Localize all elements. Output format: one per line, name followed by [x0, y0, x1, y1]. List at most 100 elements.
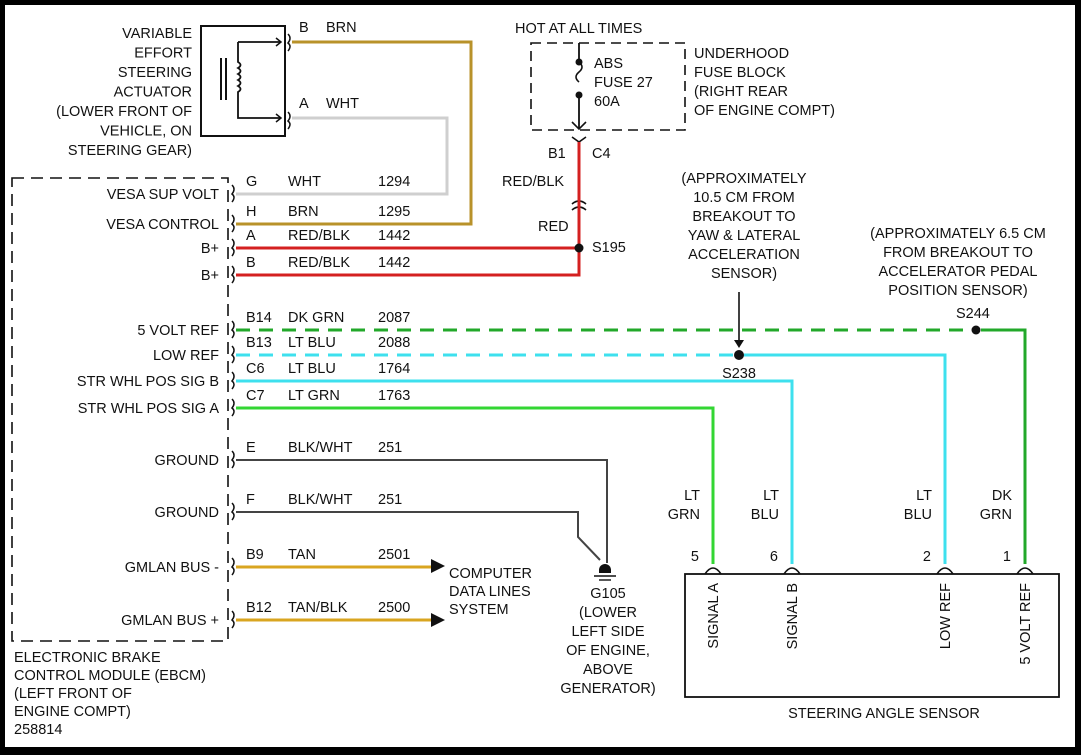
- ebcm-wire-color: TAN: [288, 547, 316, 563]
- s238-note-line: (APPROXIMATELY: [681, 171, 806, 187]
- ebcm-circuit-number: 1295: [378, 204, 410, 220]
- g105-label-line: G105: [590, 586, 625, 602]
- sensor-pin-function: 5 VOLT REF: [1018, 583, 1034, 665]
- ebcm-wire-color: BLK/WHT: [288, 492, 353, 508]
- fuse-block-label-line: OF ENGINE COMPT): [694, 103, 835, 119]
- ebcm-circuit-name: GMLAN BUS +: [121, 613, 219, 629]
- pin-connector-icon: [230, 265, 235, 284]
- ebcm-circuit-number: 1442: [378, 255, 410, 271]
- wire-brn-1295: [236, 40, 473, 226]
- ebcm-pin: B9: [246, 547, 264, 563]
- vesa-pin-b-color: BRN: [326, 20, 357, 36]
- wire-lt-grn-1763: [236, 406, 715, 564]
- ebcm-circuit-name: GROUND: [155, 453, 219, 469]
- s238-note-line: SENSOR): [711, 266, 777, 282]
- ebcm-circuit-name: B+: [201, 268, 219, 284]
- ebcm-wire-color: DK GRN: [288, 310, 344, 326]
- connector-b-icon: [286, 33, 291, 52]
- ebcm-circuit-name: LOW REF: [153, 348, 219, 364]
- wire-lt-blu-1764: [236, 379, 794, 564]
- splice-s195-dot: [574, 243, 584, 253]
- ebcm-circuit-name: STR WHL POS SIG A: [78, 401, 220, 417]
- gmlan-plus-arrow-icon: [431, 613, 445, 627]
- ebcm-circuit-number: 1294: [378, 174, 410, 190]
- hot-at-all-times-label: HOT AT ALL TIMES: [515, 21, 642, 37]
- wire-wht-1294: [236, 116, 449, 196]
- g105-label-line: GENERATOR): [560, 681, 655, 697]
- sensor-pin-wire-color-line: GRN: [980, 507, 1012, 523]
- ebcm-wire-color: LT BLU: [288, 361, 336, 377]
- ebcm-label-line: (LEFT FRONT OF: [14, 686, 132, 702]
- pin-connector-icon: [230, 371, 235, 390]
- sensor-pin-connector-icon: [936, 567, 954, 575]
- sensor-pin-number: 2: [923, 549, 931, 565]
- wire-lt-blu-2088: [744, 353, 947, 564]
- sensor-pin-connector-icon: [1016, 567, 1034, 575]
- fuse-label-line: ABS: [594, 56, 623, 72]
- ebcm-circuit-name: GROUND: [155, 505, 219, 521]
- vesa-label-line: (LOWER FRONT OF: [56, 104, 192, 120]
- ebcm-pin: B: [246, 255, 256, 271]
- figure-number: 258814: [14, 722, 62, 738]
- ebcm-wire-color: BLK/WHT: [288, 440, 353, 456]
- vesa-label-line: STEERING: [118, 65, 192, 81]
- ebcm-label-line: ENGINE COMPT): [14, 704, 131, 720]
- s244-note-line: POSITION SENSOR): [888, 283, 1027, 299]
- s244-note-line: FROM BREAKOUT TO: [883, 245, 1033, 261]
- fuse-block-label-line: (RIGHT REAR: [694, 84, 788, 100]
- gmlan-minus-arrow-icon: [431, 559, 445, 573]
- ebcm-outline: [11, 177, 229, 642]
- ebcm-wire-color: TAN/BLK: [288, 600, 348, 616]
- wire-blk-wht-251-f: [236, 511, 601, 561]
- connector-a-icon: [286, 111, 291, 130]
- ebcm-pin: H: [246, 204, 256, 220]
- fuse-block-label-line: FUSE BLOCK: [694, 65, 786, 81]
- pin-connector-icon: [230, 320, 235, 339]
- sensor-pin-number: 6: [770, 549, 778, 565]
- pin-connector-icon: [230, 502, 235, 521]
- ebcm-label-line: ELECTRONIC BRAKE: [14, 650, 161, 666]
- g105-label-line: OF ENGINE,: [566, 643, 650, 659]
- ebcm-circuit-name: STR WHL POS SIG B: [77, 374, 219, 390]
- ebcm-circuit-name: 5 VOLT REF: [137, 323, 219, 339]
- pin-connector-icon: [230, 345, 235, 364]
- connector-b1-c4-icon: [571, 136, 587, 143]
- sensor-pin-wire-color-line: LT: [916, 488, 932, 504]
- fuse-block-label-line: UNDERHOOD: [694, 46, 789, 62]
- wire-dk-grn-2087: [981, 328, 1027, 564]
- ebcm-circuit-name: VESA SUP VOLT: [107, 187, 219, 203]
- splice-s244-label: S244: [956, 306, 990, 322]
- sensor-pin-number: 5: [691, 549, 699, 565]
- cdl-label-line: SYSTEM: [449, 602, 509, 618]
- sensor-pin-connector-icon: [704, 567, 722, 575]
- s238-note-line: YAW & LATERAL: [688, 228, 801, 244]
- connector-b1-label: B1: [548, 146, 566, 162]
- sensor-pin-function: SIGNAL A: [706, 583, 722, 649]
- sensor-box: [684, 573, 1060, 698]
- ebcm-circuit-number: 1764: [378, 361, 410, 377]
- g105-label-line: ABOVE: [583, 662, 633, 678]
- splice-s195-label: S195: [592, 240, 626, 256]
- pin-connector-icon: [230, 398, 235, 417]
- pin-connector-icon: [230, 450, 235, 469]
- vesa-label-line: ACTUATOR: [114, 85, 192, 101]
- wire-blk-wht-251-e: [236, 459, 608, 563]
- coil-icon: [220, 37, 283, 123]
- ebcm-label: ELECTRONIC BRAKE CONTROL MODULE (EBCM) (LE…: [14, 650, 206, 720]
- ebcm-circuit-number: 2501: [378, 547, 410, 563]
- ebcm-circuit-number: 2088: [378, 335, 410, 351]
- pin-connector-icon: [230, 214, 235, 233]
- ebcm-label-line: CONTROL MODULE (EBCM): [14, 668, 206, 684]
- sensor-pin-connector-icon: [783, 567, 801, 575]
